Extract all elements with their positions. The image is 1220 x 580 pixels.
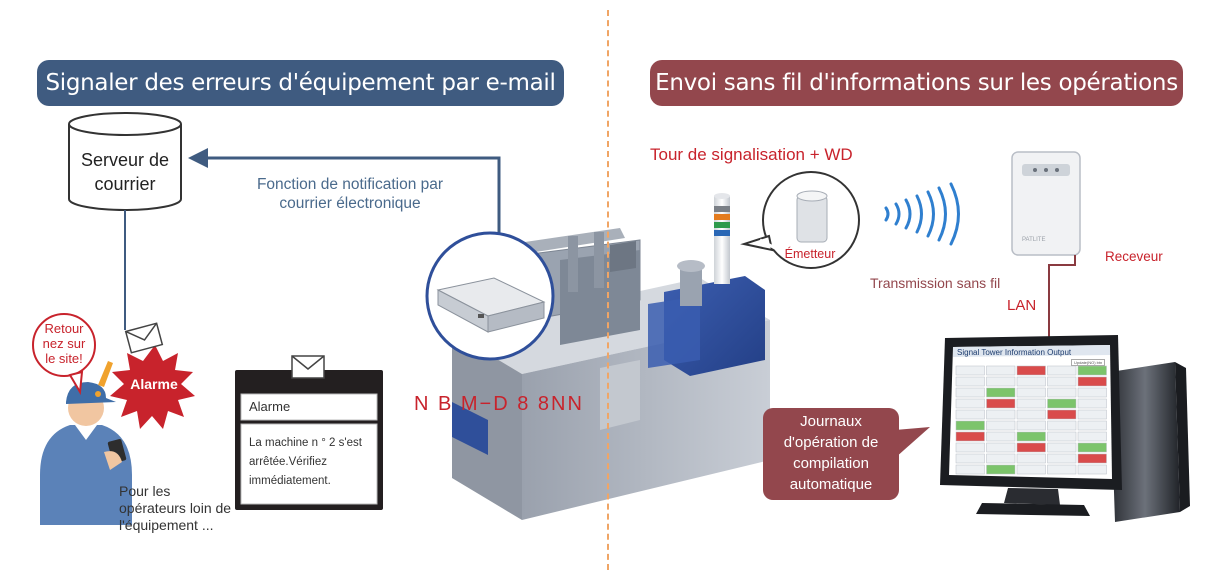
- logs-callout-box: [763, 408, 930, 500]
- monitor-table-cell: [1016, 464, 1046, 475]
- wireless-label: Transmission sans fil: [870, 275, 1001, 291]
- monitor-table-cell: [1016, 431, 1046, 442]
- monitor-table-cell: [986, 420, 1016, 431]
- receiver-label: Receveur: [1105, 249, 1163, 264]
- monitor-table-cell: [1016, 365, 1046, 376]
- monitor-table-cell: [1077, 409, 1107, 420]
- exclamation-icon: [95, 361, 113, 397]
- molding-machine: [452, 228, 770, 520]
- monitor-table-cell: [986, 376, 1016, 387]
- transmitter-label: Émetteur: [784, 247, 836, 261]
- monitor-table-cell: [986, 442, 1016, 453]
- monitor-table-cell: [1047, 387, 1077, 398]
- email-card: [235, 355, 383, 510]
- monitor-table-cell: [1077, 464, 1107, 475]
- monitor-table-cell: [1047, 398, 1077, 409]
- monitor-table-cell: [955, 398, 985, 409]
- monitor-table-cell: [1077, 398, 1107, 409]
- monitor-table-cell: [1016, 442, 1046, 453]
- left-banner-title: Signaler des erreurs d'équipement par e-…: [45, 70, 556, 96]
- signal-tower-icon: [714, 193, 730, 284]
- notification-arrow: [188, 148, 501, 240]
- monitor-table-cell: [1077, 453, 1107, 464]
- monitor-table-cell: [986, 453, 1016, 464]
- signal-tower-title: Tour de signalisation + WD: [650, 145, 853, 164]
- monitor-table-cell: [1016, 409, 1046, 420]
- monitor-table-cell: [1047, 464, 1077, 475]
- receiver-icon: [1011, 151, 1081, 256]
- monitor-table-cell: [1077, 387, 1107, 398]
- monitor-table-cell: [1047, 453, 1077, 464]
- lan-line: [1048, 255, 1076, 340]
- alarm-burst-icon: [110, 345, 195, 429]
- monitor-window-title: Signal Tower Information Output: [957, 348, 1072, 357]
- transmitter-bubble: [740, 171, 860, 269]
- monitor-table-cell: [1077, 420, 1107, 431]
- monitor-table-cell: [955, 420, 985, 431]
- monitor-table-cell: [1047, 442, 1077, 453]
- monitor-table-cell: [1077, 431, 1107, 442]
- speech-bubble-text: Retour nez sur le site!: [42, 321, 86, 366]
- mail-server-icon: [68, 112, 182, 211]
- monitor-table-cell: [955, 431, 985, 442]
- monitor-table-cell: [986, 398, 1016, 409]
- monitor-table-cell: [1016, 420, 1046, 431]
- wireless-wave-icon: [884, 182, 960, 246]
- monitor-table-cell: [1077, 365, 1107, 376]
- monitor-table-cell: [955, 453, 985, 464]
- monitor-table-cell: [986, 387, 1016, 398]
- monitor-table-cell: [986, 409, 1016, 420]
- monitor-table-cell: [955, 464, 985, 475]
- monitor-table-cell: [1016, 453, 1046, 464]
- device-model-label: N B M−D 8 8NN: [414, 393, 584, 415]
- monitor-table: [955, 365, 1107, 475]
- monitor-table-cell: [986, 365, 1016, 376]
- logs-callout-text: Journaux d'opération de compilation auto…: [783, 413, 879, 493]
- monitor-table-cell: [955, 409, 985, 420]
- monitor-table-cell: [986, 431, 1016, 442]
- receiver-brand: PATLITE: [1022, 237, 1046, 243]
- section-divider: [607, 10, 609, 570]
- monitor-table-cell: [1047, 376, 1077, 387]
- monitor-table-cell: [955, 365, 985, 376]
- pc-tower-icon: [1110, 362, 1190, 522]
- mail-server-label: Serveur de courrier: [80, 150, 170, 194]
- right-banner-title: Envoi sans fil d'informations sur les op…: [655, 70, 1178, 96]
- monitor-table-cell: [1047, 365, 1077, 376]
- email-function-label: Fonction de notification par courrier él…: [256, 176, 444, 212]
- monitor-table-cell: [1047, 409, 1077, 420]
- monitor-table-cell: [1016, 376, 1046, 387]
- monitor-table-cell: [955, 442, 985, 453]
- right-banner: Envoi sans fil d'informations sur les op…: [650, 60, 1183, 106]
- monitor-update-button: Update(NO) btn: [1071, 359, 1106, 366]
- operator-caption: Pour les opérateurs loin de l'équipement…: [119, 483, 232, 533]
- monitor-table-cell: [1047, 431, 1077, 442]
- monitor-table-cell: [1016, 398, 1046, 409]
- monitor-table-cell: [1077, 442, 1107, 453]
- monitor-table-cell: [1016, 387, 1046, 398]
- nbm-device-zoom: [425, 231, 555, 361]
- monitor-table-cell: [986, 464, 1016, 475]
- envelope-icon: [124, 322, 164, 354]
- alarm-badge-text: Alarme: [130, 376, 178, 392]
- email-subject: Alarme: [249, 399, 291, 414]
- left-banner: Signaler des erreurs d'équipement par e-…: [37, 60, 564, 106]
- monitor-table-cell: [955, 376, 985, 387]
- monitor-table-cell: [955, 387, 985, 398]
- monitor-table-cell: [1047, 420, 1077, 431]
- speech-bubble: [32, 313, 96, 396]
- lan-label: LAN: [1007, 297, 1037, 314]
- monitor-table-cell: [1077, 376, 1107, 387]
- email-body: La machine n ° 2 s'est arrêtée.Vérifiez …: [249, 437, 362, 487]
